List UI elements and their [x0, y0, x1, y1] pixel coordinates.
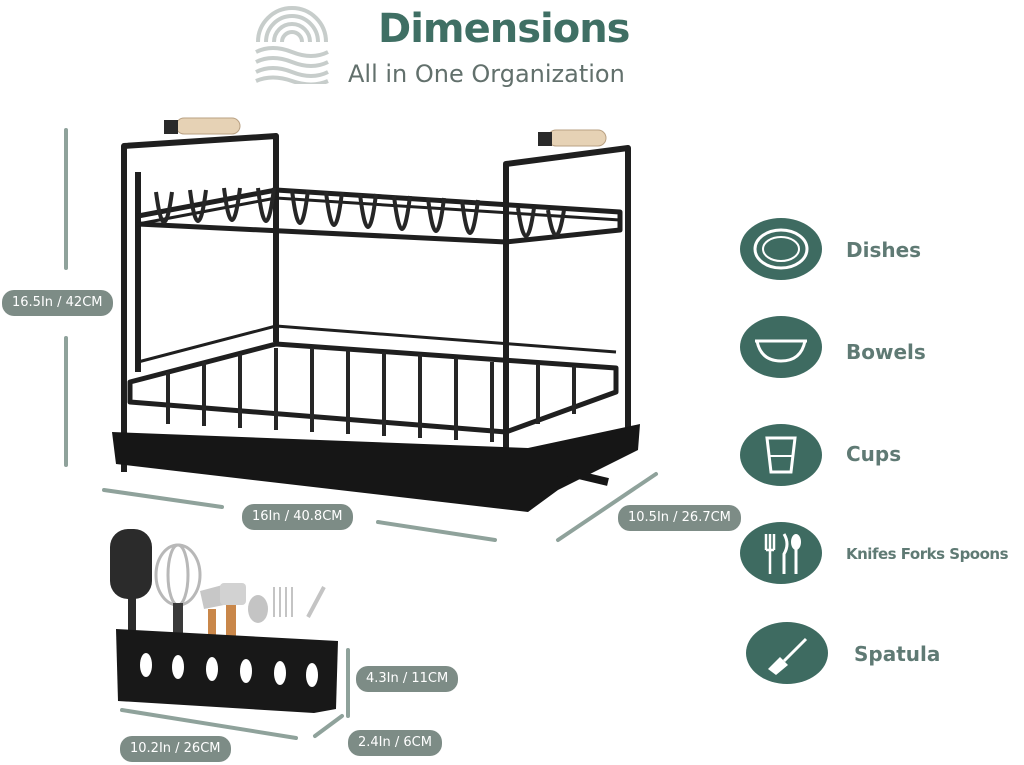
plate-icon — [740, 218, 822, 280]
holder-height-label: 4.3In / 11CM — [356, 666, 459, 692]
bowl-icon — [740, 316, 822, 378]
rack-height-label: 16.5In / 42CM — [2, 290, 113, 316]
feature-label-spatula: Spatula — [854, 642, 941, 666]
holder-depth-label: 2.4In / 6CM — [348, 730, 442, 756]
cup-icon — [740, 424, 822, 486]
cutlery-icon — [740, 522, 822, 584]
rack-width-label: 16In / 40.8CM — [242, 504, 353, 530]
page-subtitle: All in One Organization — [348, 60, 625, 88]
utensil-holder-image — [110, 529, 338, 713]
rack-depth-label: 10.5In / 26.7CM — [618, 505, 741, 531]
page-title: Dimensions — [378, 6, 630, 52]
feature-label-bowels: Bowels — [846, 340, 926, 364]
spatula-icon — [746, 622, 828, 684]
holder-width-label: 10.2In / 26CM — [120, 736, 231, 762]
feature-label-dishes: Dishes — [846, 238, 922, 262]
dish-rack-image — [112, 117, 640, 512]
feature-label-cups: Cups — [846, 442, 902, 466]
brand-logo — [255, 6, 329, 84]
feature-label-cutlery: Knifes Forks Spoons — [846, 545, 1009, 563]
